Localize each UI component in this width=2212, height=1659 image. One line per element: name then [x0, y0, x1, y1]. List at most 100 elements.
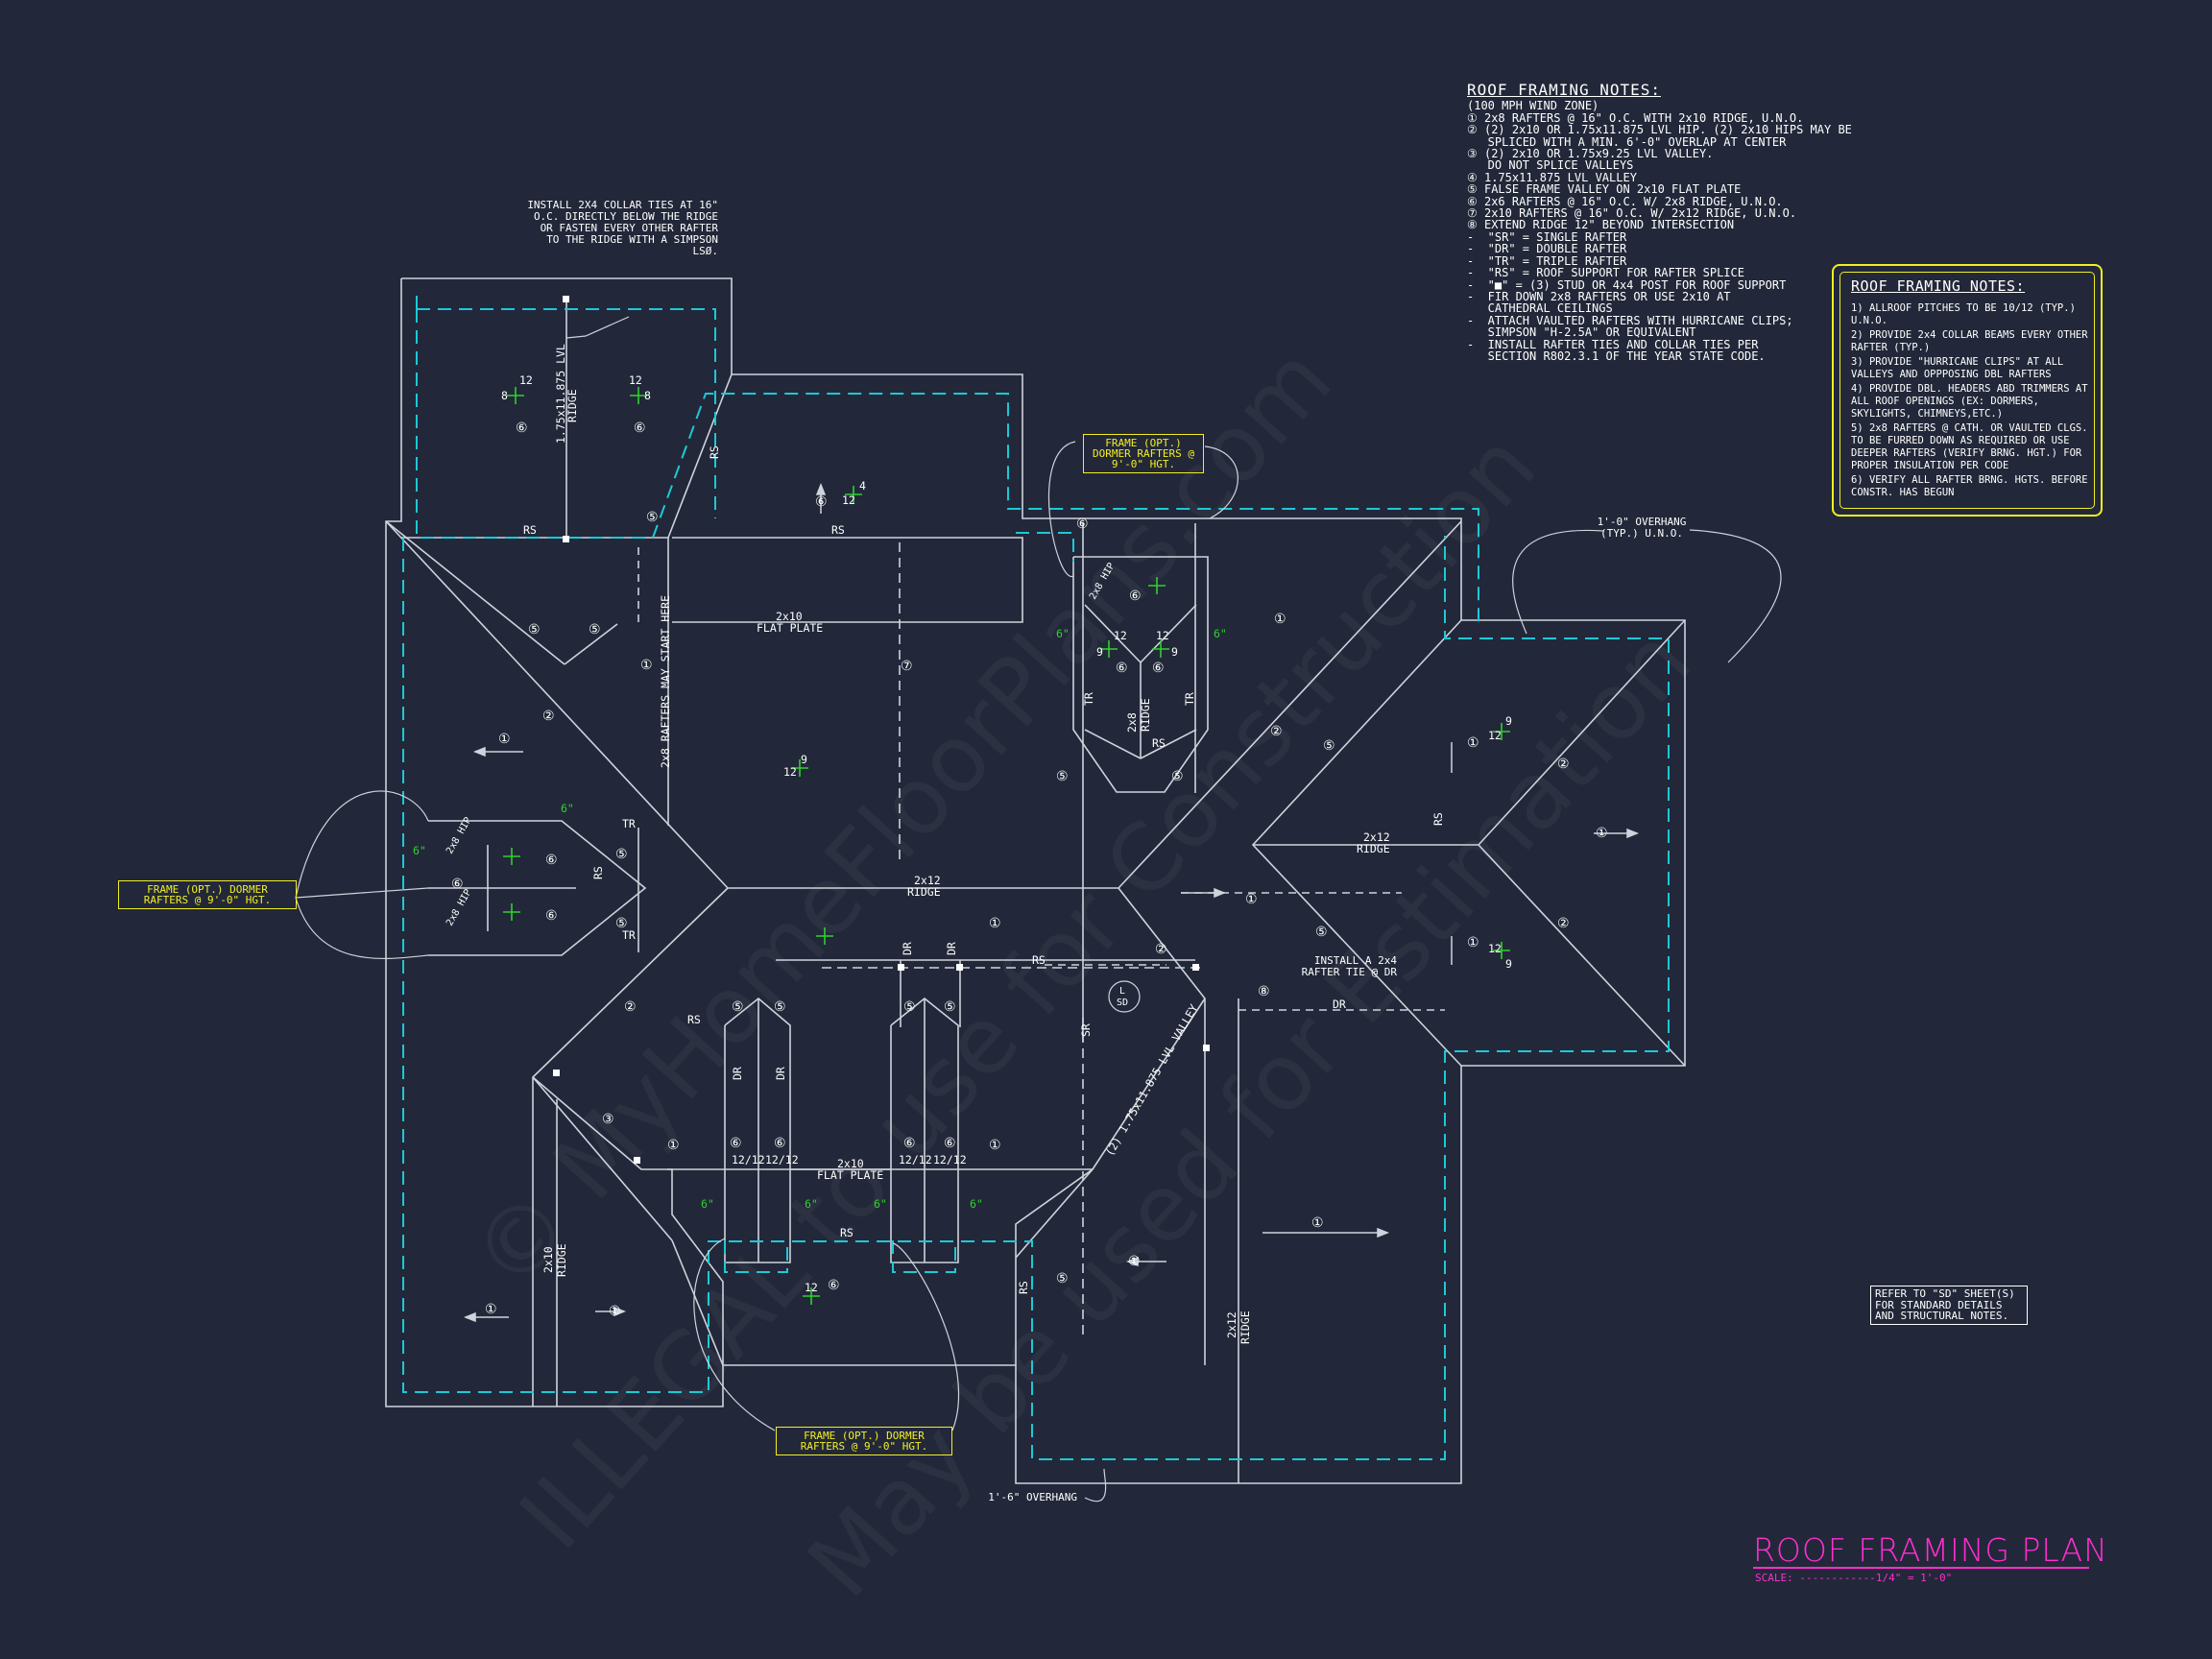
label-pitch-2: 12/12 — [765, 1153, 799, 1166]
label-n6-m: ⑥ — [903, 1136, 916, 1151]
label-n1-d: ① — [1467, 735, 1479, 751]
label-sd: SD — [1117, 998, 1128, 1008]
roof-note-line: - "■" = (3) STUD OR 4x4 POST FOR ROOF SU… — [1467, 277, 1787, 292]
label-dr-1: DR — [1333, 998, 1346, 1011]
label-n5-h: ⑤ — [615, 847, 628, 862]
label-dr-vert-4: DR — [774, 1067, 787, 1080]
label-n5-g: ⑤ — [1171, 769, 1184, 784]
label-n5-c: ⑤ — [646, 510, 659, 525]
label-rs-6: RS — [1152, 736, 1166, 750]
label-n2-e: ② — [1155, 942, 1167, 957]
overhang-right-callout: 1'-0" OVERHANG (TYP.) U.N.O. — [1597, 516, 1687, 540]
label-hip-1: 2x8 HIP — [1088, 561, 1118, 601]
label-n5-n: ⑤ — [1056, 1271, 1069, 1286]
notes-box-item-2: 2) PROVIDE 2x4 COLLAR BEAMS EVERY OTHER … — [1851, 329, 2088, 353]
drawing-title: ROOF FRAMING PLAN — [1753, 1531, 2108, 1569]
label-rs-2: RS — [831, 523, 845, 537]
roof-framing-notes-title: ROOF FRAMING NOTES: — [1467, 81, 1662, 99]
outer-outline-left — [385, 277, 1686, 1484]
label-n1-a: ① — [498, 732, 511, 747]
label-six-in-8: 6" — [970, 1197, 983, 1211]
label-pitch-4: 12/12 — [933, 1153, 967, 1166]
label-tr-1: TR — [622, 817, 636, 830]
label-n1-n: ① — [989, 1138, 1001, 1153]
label-n5-f: ⑤ — [1056, 769, 1069, 784]
label-rs-vert-4: RS — [1017, 1281, 1030, 1294]
label-rs-1: RS — [523, 523, 537, 537]
label-n2-c: ② — [1557, 757, 1570, 772]
dormer-label-top: FRAME (OPT.) DORMER RAFTERS @ 9'-0" HGT. — [1083, 434, 1204, 473]
refer-sd-note: REFER TO "SD" SHEET(S) FOR STANDARD DETA… — [1870, 1286, 2028, 1325]
post-markers — [553, 296, 1210, 1164]
label-n5-k: ⑤ — [774, 999, 786, 1015]
label-six-in-4: 6" — [1214, 627, 1227, 640]
label-flat-plate-1: 2x10 — [776, 610, 803, 623]
roof-note-line: SPLICED WITH A MIN. 6'-0" OVERLAP AT CEN… — [1467, 134, 1787, 149]
label-ridge-vert-4: RIDGE — [1238, 1310, 1252, 1344]
roof-note-line: ③ (2) 2x10 OR 1.75x9.25 LVL VALLEY. — [1467, 147, 1714, 161]
label-ridge-word-2: RIDGE — [1357, 842, 1390, 855]
roof-note-line: ① 2x8 RAFTERS @ 16" O.C. WITH 2x10 RIDGE… — [1467, 110, 1804, 125]
label-n5-d: ⑤ — [1323, 738, 1335, 754]
label-n1-b: ① — [640, 658, 653, 673]
label-rs-vert-2: RS — [1431, 812, 1445, 826]
roof-note-line: ⑥ 2x6 RAFTERS @ 16" O.C. W/ 2x8 RIDGE, U… — [1467, 194, 1783, 208]
label-n5-i: ⑤ — [615, 916, 628, 931]
pitch-symbols — [503, 387, 1510, 1305]
roof-framing-notes-box: ROOF FRAMING NOTES: 1) ALLROOF PITCHES T… — [1832, 264, 2103, 517]
label-n6-o: ⑥ — [828, 1278, 840, 1293]
direction-arrows — [463, 482, 1640, 1323]
label-n3-a: ③ — [602, 1112, 614, 1127]
label-pitch-3: 12/12 — [899, 1153, 932, 1166]
label-nine-1: 9 — [1096, 645, 1103, 659]
label-dr-vert-2: DR — [945, 942, 958, 955]
label-n5-a: ⑤ — [528, 622, 541, 637]
label-n1-j: ① — [485, 1302, 497, 1317]
label-n1-h: ① — [1311, 1215, 1324, 1231]
label-n2-d: ② — [1557, 916, 1570, 931]
label-rs-3: RS — [1032, 953, 1046, 967]
dormer-label-bottom: FRAME (OPT.) DORMER RAFTERS @ 9'-0" HGT. — [776, 1427, 952, 1455]
label-ridge-vert-3: RIDGE — [555, 1243, 568, 1277]
label-n6-l: ⑥ — [774, 1136, 786, 1151]
label-nine-4: 9 — [1505, 714, 1512, 728]
label-n6-j: ⑥ — [545, 908, 558, 924]
label-n1-c: ① — [1274, 612, 1286, 627]
leader-lines — [295, 316, 1782, 1503]
label-tr-vert-2: TR — [1183, 692, 1196, 706]
label-n6-h: ⑥ — [451, 877, 464, 892]
label-six-in-3: 6" — [1056, 627, 1070, 640]
notes-box-item-5: 5) 2x8 RAFTERS @ CATH. OR VAULTED CLGS. … — [1851, 422, 2088, 471]
label-twelve-7: 12 — [1488, 729, 1502, 742]
notes-box-inner-border — [1839, 272, 2095, 509]
label-nine-3: 9 — [801, 753, 807, 766]
label-flat-plate-sub-2: FLAT PLATE — [817, 1168, 883, 1182]
label-2x10-vert: 2x10 — [541, 1246, 555, 1273]
label-lvl-ridge: 1.75x11.875 LVL — [554, 344, 567, 444]
roof-note-line: ⑦ 2x10 RAFTERS @ 16" O.C. W/ 2x12 RIDGE,… — [1467, 206, 1797, 221]
label-2x8-vert: 2x8 — [1125, 712, 1139, 733]
label-n5-b: ⑤ — [589, 622, 601, 637]
label-rafters-start: 2x8 RAFTERS MAY START HERE — [659, 595, 672, 768]
collar-tie-callout: INSTALL 2X4 COLLAR TIES AT 16" O.C. DIRE… — [527, 199, 718, 257]
label-ridge-vert-2: RIDGE — [1139, 698, 1152, 732]
label-flat-plate-2: 2x10 — [837, 1157, 864, 1170]
roof-note-line: ④ 1.75x11.875 LVL VALLEY — [1467, 170, 1637, 184]
roof-framing-notes: ROOF FRAMING NOTES: (100 MPH WIND ZONE)①… — [1467, 81, 1870, 362]
label-n2-a: ② — [542, 709, 555, 724]
label-ridge-word-1: RIDGE — [907, 885, 941, 899]
label-rs-4: RS — [687, 1013, 701, 1026]
notes-box-item-4: 4) PROVIDE DBL. HEADERS ABD TRIMMERS AT … — [1851, 383, 2088, 420]
label-twelve-5: 12 — [783, 765, 797, 779]
label-n6-d: ⑥ — [1076, 517, 1089, 532]
label-hip-3: 2x8 HIP — [445, 887, 474, 927]
label-n1-e: ① — [1596, 826, 1608, 841]
label-n6-g: ⑥ — [1152, 661, 1165, 676]
label-n5-m: ⑤ — [944, 999, 956, 1015]
label-tr-2: TR — [622, 928, 636, 942]
label-n1-k: ① — [609, 1304, 621, 1319]
label-n6-c: ⑥ — [815, 494, 828, 510]
label-n1-m: ① — [667, 1138, 680, 1153]
label-nine-2: 9 — [1171, 645, 1178, 659]
label-twelve-8: 12 — [1488, 942, 1502, 955]
